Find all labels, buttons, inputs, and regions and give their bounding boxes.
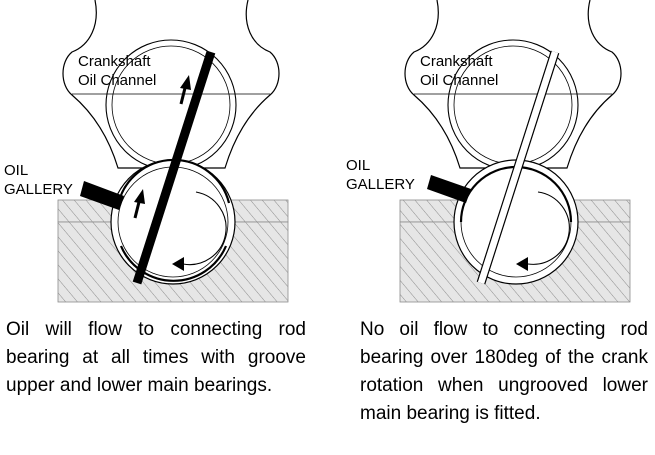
rotation-arrow xyxy=(516,191,570,271)
oil-gallery-pipe xyxy=(427,175,471,203)
crankshaft-oil-channel xyxy=(132,50,216,285)
crankshaft-oil-channel-label: Crankshaft Oil Channel xyxy=(78,53,156,89)
oil-gallery-pipe xyxy=(80,181,124,210)
right-panel: Crankshaft Oil Channel OIL GALLERY xyxy=(346,0,631,303)
rotation-arrow xyxy=(172,191,227,271)
oil-flow-arrow-upper xyxy=(179,75,191,105)
diagram-canvas: Crankshaft Oil Channel OIL GALLERY xyxy=(4,0,631,303)
crankshaft-oil-channel xyxy=(476,50,560,285)
crankshaft-oil-channel-label: Crankshaft Oil Channel xyxy=(420,53,498,89)
right-caption: No oil flow to connecting rod bearing ov… xyxy=(360,319,648,424)
left-panel: Crankshaft Oil Channel OIL GALLERY xyxy=(4,0,289,303)
oil-gallery-label: OIL GALLERY xyxy=(4,162,73,198)
oil-flow-arrow-lower xyxy=(133,189,145,219)
oil-gallery-label: OIL GALLERY xyxy=(346,157,415,193)
left-caption: Oil will flow to connecting rod bearing … xyxy=(6,319,306,396)
lower-bearing-groove xyxy=(119,245,228,282)
